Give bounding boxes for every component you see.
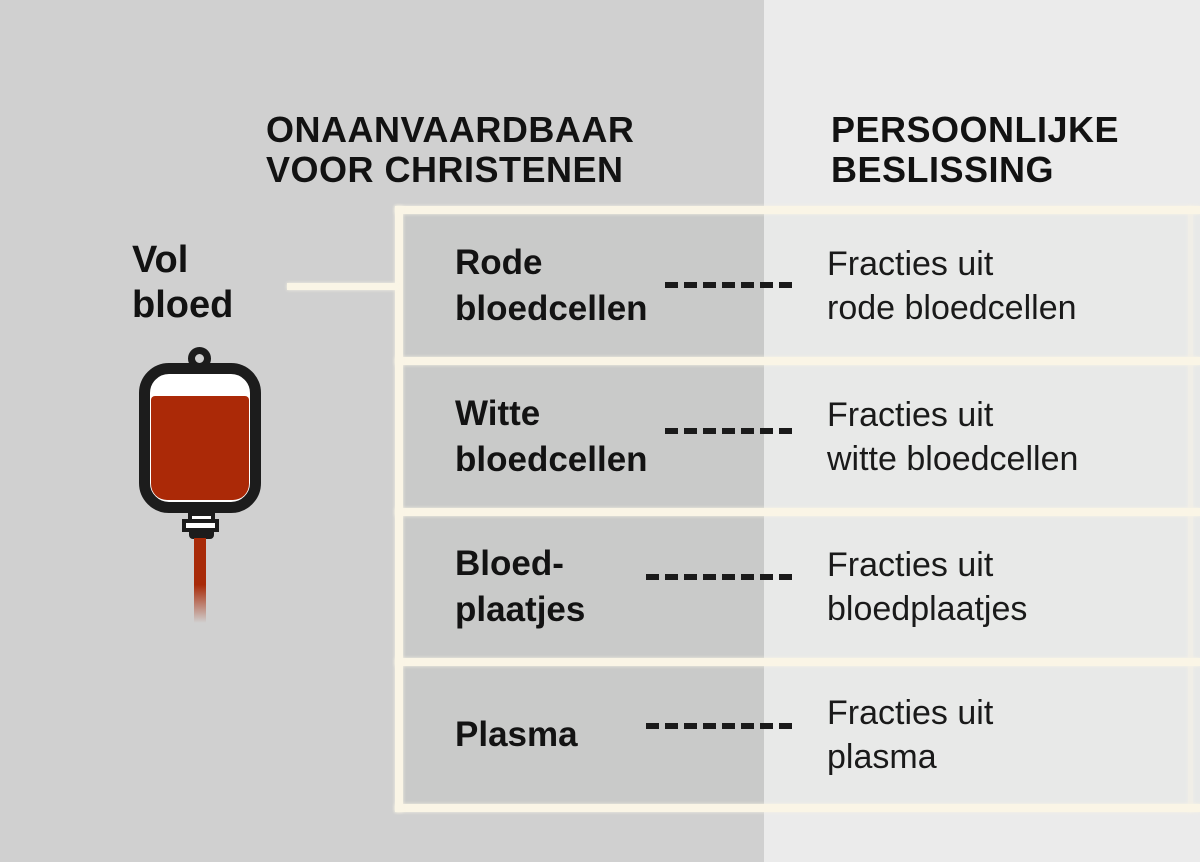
dashed-link-line [646,574,792,580]
dashed-link-line [646,723,792,729]
fraction-label-red-cells: Fracties uit rode bloedcellen [827,214,1077,357]
row-cell-left [403,516,764,658]
fraction-label-white-cells: Fracties uit witte bloedcellen [827,365,1078,508]
table-right-line [1188,206,1193,812]
table-left-line [395,206,403,812]
result-line: Fracties uit [827,546,994,584]
row-cell-right [764,666,1200,804]
bag-port-flange [182,519,219,532]
row-divider-line [395,508,1200,516]
label-line: bloedcellen [455,439,648,479]
label-line: Plasma [455,715,578,754]
bag-blood-fill [151,396,249,500]
bag-port-nub [189,531,214,539]
component-label-platelets: Bloed-plaatjes [455,516,585,658]
label-line: bloed [132,284,234,326]
bag-tube [194,538,206,623]
row-divider-line [395,357,1200,365]
fraction-label-plasma: Fracties uit plasma [827,666,993,804]
fraction-label-platelets: Fracties uit bloedplaatjes [827,516,1027,658]
blood-bag-icon [139,345,261,625]
component-label-white-cells: Witte bloedcellen [455,365,648,508]
row-cell-right [764,365,1200,508]
label-line: Rode [455,242,543,282]
label-line: Witte [455,393,541,433]
bag-body [139,363,261,513]
whole-blood-connector-line [287,283,397,290]
header-line: PERSOONLIJKE [831,109,1120,150]
label-line: plaatjes [455,590,586,629]
result-line: Fracties uit [827,244,994,283]
result-line: Fracties uit [827,694,994,732]
row-cell-right [764,214,1200,357]
result-line: rode bloedcellen [827,288,1077,327]
label-line: Vol [132,239,189,281]
label-line: Bloed- [455,544,564,583]
row-divider-line [395,658,1200,666]
dashed-link-line [665,282,792,288]
result-line: Fracties uit [827,395,994,434]
header-line: BESLISSING [831,149,1055,190]
row-cell-right [764,516,1200,658]
table-bottom-line [395,804,1200,812]
row-cell-left [403,666,764,804]
header-line: VOOR CHRISTENEN [266,149,624,190]
component-label-plasma: Plasma [455,666,578,804]
result-line: witte bloedcellen [827,439,1079,478]
label-line: bloedcellen [455,288,648,328]
header-line: ONAANVAARDBAAR [266,109,635,150]
dashed-link-line [665,428,792,434]
result-line: plasma [827,738,937,776]
result-line: bloedplaatjes [827,590,1028,628]
table-top-line [395,206,1200,214]
row-cell-left [403,365,764,508]
component-label-red-cells: Rode bloedcellen [455,214,648,357]
